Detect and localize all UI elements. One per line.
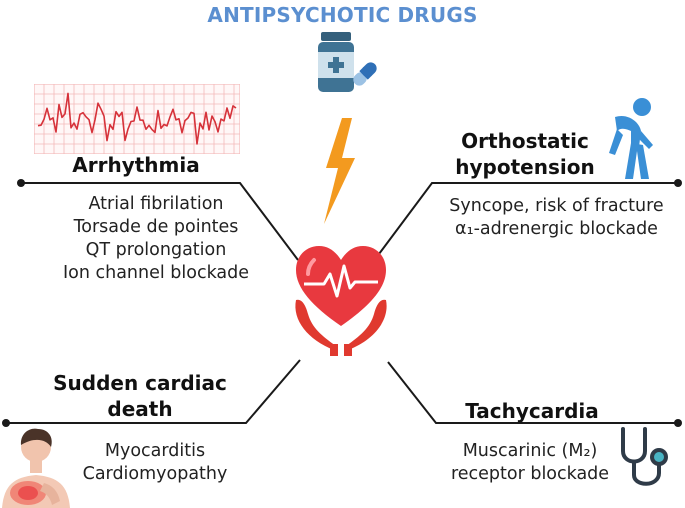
connector-dot-top-right	[674, 179, 682, 187]
heading-arrhythmia: Arrhythmia	[72, 153, 200, 177]
list-item: QT prolongation	[85, 240, 227, 260]
list-item: Muscarinic (M₂)	[462, 441, 598, 461]
connector-dot-bottom-right	[674, 419, 682, 427]
diagram-title: ANTIPSYCHOTIC DRUGS	[207, 3, 478, 27]
sudden-death-item-list: Myocarditis Cardiomyopathy	[60, 440, 250, 486]
heading-sudden-cardiac-death: Sudden cardiac death	[40, 370, 240, 422]
heading-line: death	[107, 397, 173, 421]
arrhythmia-item-list: Atrial fibrilation Torsade de pointes QT…	[36, 193, 276, 285]
heading-line: Sudden cardiac	[53, 371, 227, 395]
connector-bottom-left	[5, 359, 301, 424]
list-item: receptor blockade	[450, 464, 610, 484]
heart-in-hands-icon	[295, 246, 387, 356]
tachycardia-item-list: Muscarinic (M₂) receptor blockade	[440, 440, 620, 486]
heading-line: hypotension	[455, 155, 595, 179]
heading-line: Orthostatic	[461, 129, 589, 153]
list-item: Cardiomyopathy	[82, 464, 228, 484]
list-item: α₁-adrenergic blockade	[455, 219, 658, 239]
medicine-bottle-icon	[318, 32, 377, 92]
list-item: Ion channel blockade	[62, 263, 250, 283]
heading-orthostatic-hypotension: Orthostatic hypotension	[440, 128, 610, 180]
connector-dot-bottom-left	[2, 419, 10, 427]
connector-dot-top-left	[17, 179, 25, 187]
list-item: Myocarditis	[104, 441, 206, 461]
connector-top-right	[372, 182, 678, 263]
connector-top-left	[20, 182, 299, 261]
ecg-strip-icon	[34, 84, 240, 154]
chest-pain-person-icon	[2, 428, 70, 508]
list-item: Syncope, risk of fracture	[449, 196, 664, 216]
list-item: Torsade de pointes	[73, 217, 239, 237]
orthostatic-item-list: Syncope, risk of fracture α₁-adrenergic …	[428, 195, 685, 241]
lightning-bolt-icon	[324, 118, 355, 224]
connector-bottom-right	[387, 361, 678, 424]
dizzy-person-icon	[609, 98, 653, 179]
capsule-icon	[353, 62, 377, 86]
heading-tachycardia: Tachycardia	[465, 399, 599, 423]
stethoscope-icon	[621, 427, 668, 486]
list-item: Atrial fibrilation	[88, 194, 224, 214]
